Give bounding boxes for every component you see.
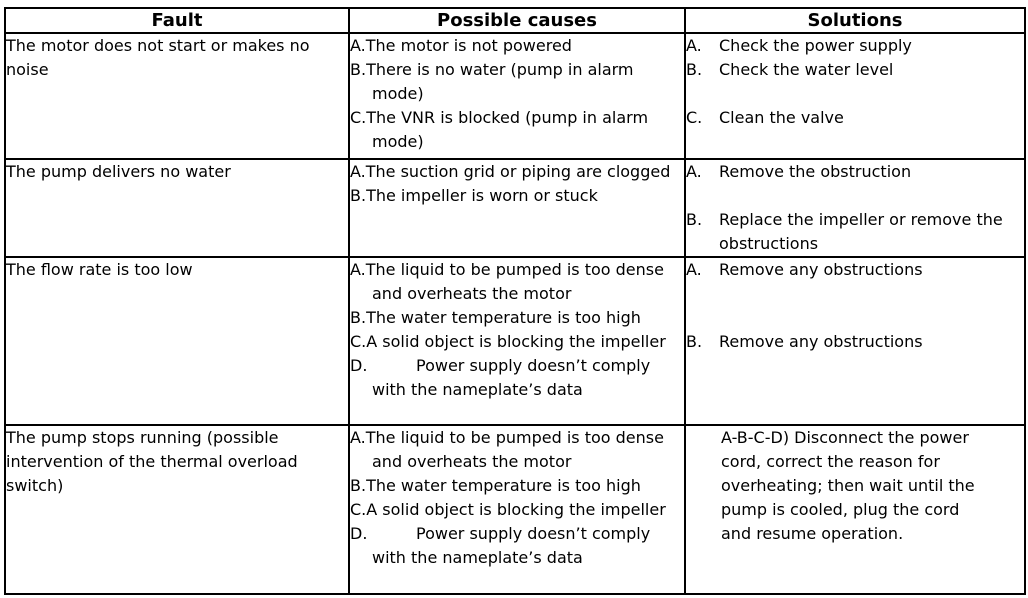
solution-item: B. Remove any obstructions [686,330,1023,354]
fault-text: The flow rate is too low [6,260,193,279]
solution-label: C. [686,108,703,127]
fault-text: The pump stops running (possible interve… [6,428,298,495]
solution-label: B. [686,60,703,79]
cause-item: C.The VNR is blocked (pump in alarm mode… [350,106,683,154]
column-header-possible-causes: Possible causes [348,7,686,34]
solution-paragraph: A-B-C-D) Disconnect the power cord, corr… [721,428,975,543]
solution-text: Remove the obstruction [719,162,912,181]
column-header-fault: Fault [4,7,350,34]
cause-label: B. [350,60,367,79]
solution-text: Check the power supply [719,36,912,55]
cause-item: B.The water temperature is too high [350,306,683,330]
fault-text: The pump delivers no water [6,162,231,181]
solution-text: Replace the impeller or remove the obstr… [719,210,1003,253]
cause-label: C. [350,332,367,351]
cause-text: A solid object is blocking the impeller [366,500,666,519]
cause-item: A.The motor is not powered [350,35,683,58]
fault-text: The motor does not start or makes no noi… [6,36,310,79]
cause-item: A.The liquid to be pumped is too dense a… [350,259,683,306]
cause-text: The water temperature is too high [366,476,641,495]
cause-label: C. [350,500,367,519]
cause-item: B.The water temperature is too high [350,474,683,498]
solution-item: A. Check the power supply [686,35,1023,58]
fault-cell: The motor does not start or makes no noi… [4,32,350,160]
cause-label: A. [350,162,366,181]
cause-text: A solid object is blocking the impeller [366,332,666,351]
causes-cell: A.The liquid to be pumped is too dense a… [348,256,686,426]
cause-item: A.The suction grid or piping are clogged [350,161,683,184]
cause-text: The motor is not powered [365,36,572,55]
cause-text: The VNR is blocked (pump in alarm mode) [366,108,649,151]
cause-text: There is no water (pump in alarm mode) [366,60,634,103]
fault-cell: The pump stops running (possible interve… [4,424,350,595]
solution-item: B. Check the water level [686,58,1023,82]
solution-label: B. [686,210,703,229]
solution-label: A. [686,162,702,181]
cause-label: D. [350,524,368,543]
cause-text: The suction grid or piping are clogged [365,162,671,181]
table-row: The pump stops running (possible interve… [4,424,1026,595]
solution-item: A. Remove any obstructions [686,259,1023,282]
causes-cell: A.The suction grid or piping are clogged… [348,158,686,258]
cause-item: D.Power supply doesn’t comply with the n… [350,522,683,570]
column-header-solutions: Solutions [684,7,1026,34]
cause-text: Power supply doesn’t comply with the nam… [372,356,651,399]
solution-text: Check the water level [719,60,894,79]
cause-item: B.The impeller is worn or stuck [350,184,683,208]
cause-text: The liquid to be pumped is too dense and… [365,260,664,303]
solution-label: A. [686,260,702,279]
cause-item: C.A solid object is blocking the impelle… [350,330,683,354]
solutions-cell: A-B-C-D) Disconnect the power cord, corr… [684,424,1026,595]
cause-label: B. [350,308,367,327]
solution-item: B. Replace the impeller or remove the obs… [686,208,1023,255]
causes-cell: A.The liquid to be pumped is too dense a… [348,424,686,595]
cause-label: A. [350,428,366,447]
cause-text: The liquid to be pumped is too dense and… [365,428,664,471]
solution-text: Clean the valve [719,108,844,127]
solution-text: Remove any obstructions [719,260,923,279]
fault-cell: The flow rate is too low [4,256,350,426]
cause-label: A. [350,260,366,279]
cause-label: B. [350,476,367,495]
cause-item: D.Power supply doesn’t comply with the n… [350,354,683,402]
solution-text: Remove any obstructions [719,332,923,351]
solution-item: A. Remove the obstruction [686,161,1023,184]
cause-item: B.There is no water (pump in alarm mode) [350,58,683,106]
cause-label: B. [350,186,367,205]
cause-item: C.A solid object is blocking the impelle… [350,498,683,522]
table-header-row: Fault Possible causes Solutions [4,7,1026,34]
table-body: The motor does not start or makes no noi… [4,32,1026,595]
solution-item: C. Clean the valve [686,106,1023,130]
cause-text: The impeller is worn or stuck [366,186,598,205]
table-row: The motor does not start or makes no noi… [4,32,1026,160]
cause-text: The water temperature is too high [366,308,641,327]
fault-cell: The pump delivers no water [4,158,350,258]
cause-label: A. [350,36,366,55]
cause-label: C. [350,108,367,127]
cause-label: D. [350,356,368,375]
cause-item: A.The liquid to be pumped is too dense a… [350,427,683,474]
solution-label: B. [686,332,703,351]
troubleshooting-table: Fault Possible causes Solutions The moto… [4,7,1026,595]
cause-text: Power supply doesn’t comply with the nam… [372,524,651,567]
solution-label: A. [686,36,702,55]
